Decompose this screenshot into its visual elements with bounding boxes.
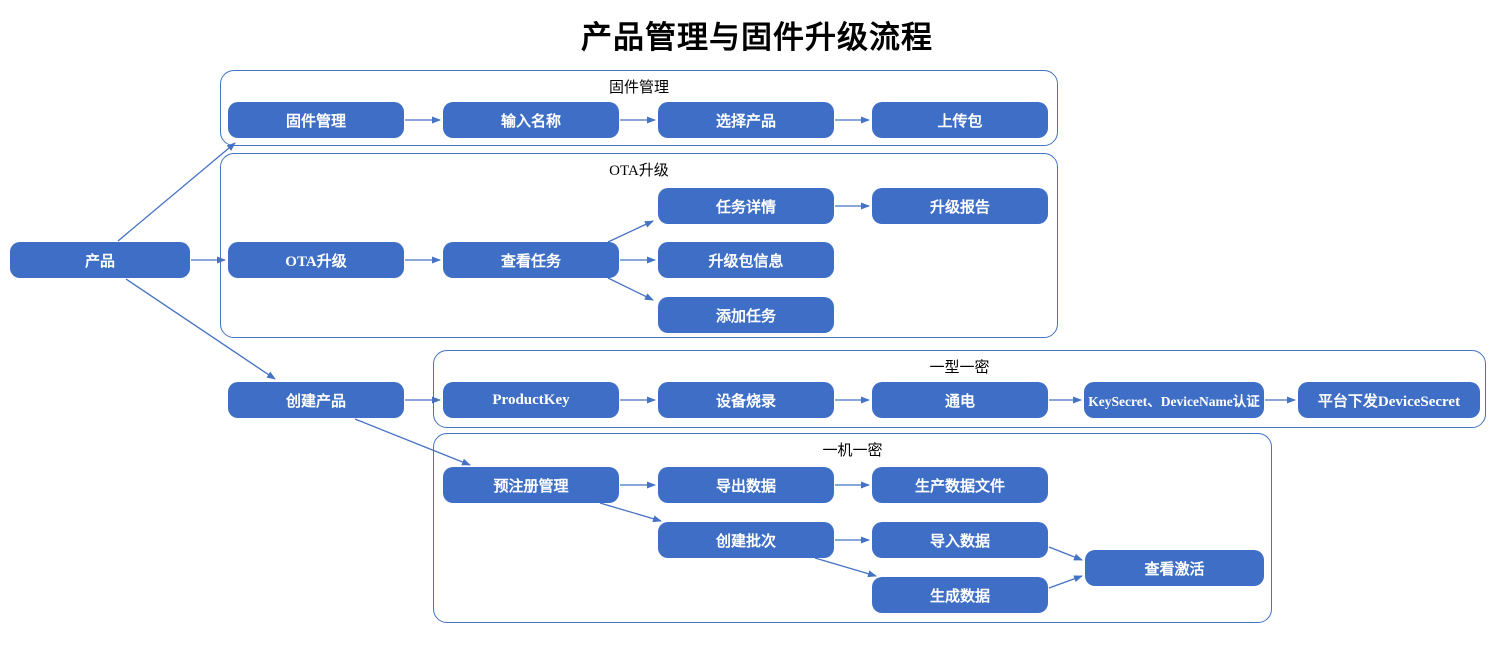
node-product-key: ProductKey <box>443 382 619 418</box>
node-power-on: 通电 <box>872 382 1048 418</box>
group-one-type-one-secret: 一型一密 <box>433 350 1486 428</box>
node-import-data: 导入数据 <box>872 522 1048 558</box>
edge-product-to-firmware-mgmt <box>117 142 236 242</box>
node-add-task: 添加任务 <box>658 297 834 333</box>
node-create-product: 创建产品 <box>228 382 404 418</box>
node-export-data: 导出数据 <box>658 467 834 503</box>
node-upgrade-package-info: 升级包信息 <box>658 242 834 278</box>
node-upgrade-report: 升级报告 <box>872 188 1048 224</box>
node-view-task: 查看任务 <box>443 242 619 278</box>
group-label-firmware-management: 固件管理 <box>608 80 669 96</box>
node-platform-send-secret: 平台下发DeviceSecret <box>1298 382 1480 418</box>
group-label-one-device-one-secret: 一机一密 <box>822 443 883 459</box>
node-preregister-mgmt: 预注册管理 <box>443 467 619 503</box>
node-device-burn: 设备烧录 <box>658 382 834 418</box>
group-label-one-type-one-secret: 一型一密 <box>929 360 990 376</box>
node-ota-upgrade-node: OTA升级 <box>228 242 404 278</box>
node-production-data-file: 生产数据文件 <box>872 467 1048 503</box>
group-one-device-one-secret: 一机一密 <box>433 433 1272 623</box>
node-view-activation: 查看激活 <box>1085 550 1264 586</box>
node-generate-data: 生成数据 <box>872 577 1048 613</box>
group-firmware-management: 固件管理 <box>220 70 1058 146</box>
node-firmware-mgmt: 固件管理 <box>228 102 404 138</box>
node-keysecret-auth: KeySecret、DeviceName认证 <box>1084 382 1264 418</box>
diagram-title: 产品管理与固件升级流程 <box>581 20 933 55</box>
group-label-ota-upgrade: OTA升级 <box>609 163 669 179</box>
node-task-detail: 任务详情 <box>658 188 834 224</box>
node-select-product: 选择产品 <box>658 102 834 138</box>
node-product: 产品 <box>10 242 190 278</box>
node-create-batch: 创建批次 <box>658 522 834 558</box>
node-input-name: 输入名称 <box>443 102 619 138</box>
node-upload-package: 上传包 <box>872 102 1048 138</box>
group-ota-upgrade: OTA升级 <box>220 153 1058 338</box>
